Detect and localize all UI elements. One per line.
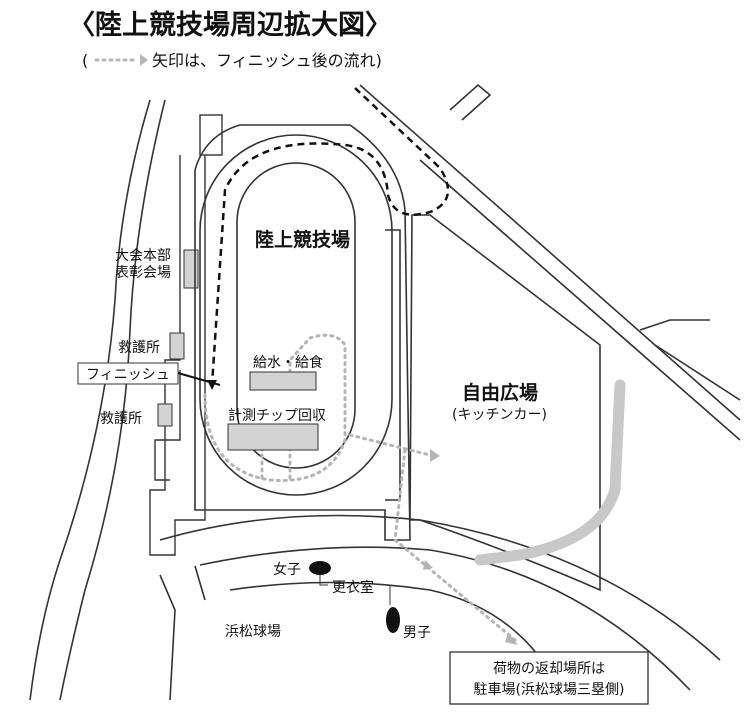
west-stand bbox=[149, 114, 223, 556]
water-food-station bbox=[249, 371, 317, 391]
finish-label-box: フィニッシュ bbox=[77, 362, 221, 386]
changing-room-label: 更衣室 bbox=[332, 579, 374, 596]
chip-collection-label: 計測チップ回収 bbox=[228, 408, 326, 424]
dotted-arrow-icon bbox=[423, 560, 433, 570]
gray-path bbox=[474, 379, 626, 566]
first-aid-label-1: 救護所 bbox=[118, 340, 160, 356]
kitchen-car-label: (キッチンカー) bbox=[452, 407, 547, 423]
subtitle-text: 矢印は、フィニッシュ後の流れ) bbox=[152, 51, 382, 70]
award-venue-label: 表彰会場 bbox=[115, 264, 171, 281]
first-aid-building-2 bbox=[157, 403, 173, 427]
first-aid-label-2: 救護所 bbox=[100, 411, 142, 427]
leader-lines bbox=[319, 575, 391, 605]
stadium-label: 陸上競技場 bbox=[255, 228, 350, 251]
map-title: 〈陸上競技場周辺拡大図〉 bbox=[68, 10, 392, 41]
mens-changing-room bbox=[386, 607, 400, 633]
stadium bbox=[194, 124, 411, 541]
svg-text:荷物の返却場所は: 荷物の返却場所は bbox=[493, 661, 605, 677]
men-label: 男子 bbox=[403, 625, 431, 641]
ballpark-label: 浜松球場 bbox=[225, 624, 281, 640]
water-food-label: 給水・給食 bbox=[253, 354, 323, 371]
dotted-route bbox=[203, 333, 517, 642]
subtitle-open: ( bbox=[82, 51, 88, 70]
luggage-return-note: 荷物の返却場所は 駐車場(浜松球場三塁側) bbox=[449, 651, 649, 705]
womens-changing-room bbox=[309, 561, 331, 575]
women-label: 女子 bbox=[273, 561, 301, 578]
first-aid-building-1 bbox=[169, 332, 185, 360]
hq-building bbox=[183, 249, 199, 289]
legend-dotted-arrow-icon bbox=[94, 54, 148, 66]
chip-collection-station bbox=[227, 423, 319, 451]
dotted-arrow-icon bbox=[430, 449, 440, 462]
hq-label: 大会本部 bbox=[115, 248, 171, 264]
free-plaza-label: 自由広場 bbox=[462, 381, 538, 404]
svg-text:フィニッシュ: フィニッシュ bbox=[86, 367, 170, 383]
dashed-route bbox=[210, 87, 450, 386]
svg-text:駐車場(浜松球場三塁側): 駐車場(浜松球場三塁側) bbox=[474, 681, 625, 698]
dotted-arrow-icon bbox=[505, 632, 518, 645]
